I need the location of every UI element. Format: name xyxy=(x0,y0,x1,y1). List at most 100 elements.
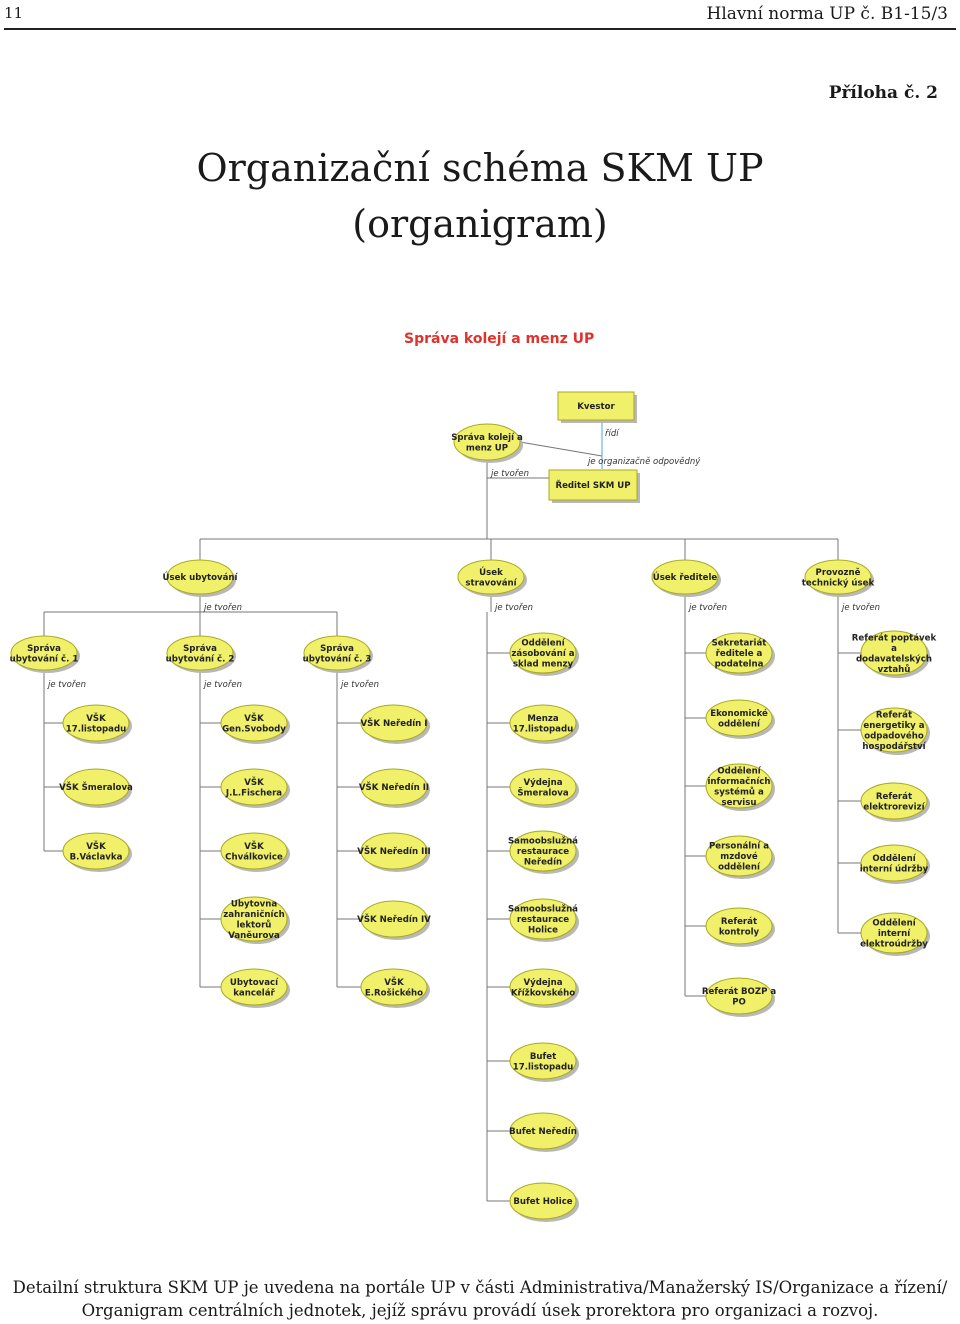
node-label: dodavatelských xyxy=(856,654,932,664)
node-label: restaurace xyxy=(517,847,569,857)
node-label: elektroúdržby xyxy=(860,940,928,950)
node-ellipse xyxy=(509,1112,577,1150)
node-label: VŠK Neředín II xyxy=(359,781,429,793)
node-label: Ubytovací xyxy=(230,978,279,988)
node-ellipse xyxy=(360,968,428,1006)
node-label: lektorů xyxy=(237,919,272,930)
page-title-line-1: Organizační schéma SKM UP xyxy=(196,146,764,190)
node-ellipse xyxy=(220,896,288,942)
connector-line xyxy=(519,441,603,457)
node-label: Chválkovice xyxy=(225,852,283,862)
node-ellipse xyxy=(220,768,288,806)
node-label: vztahů xyxy=(878,664,911,675)
node-label: Bufet Holice xyxy=(513,1197,572,1207)
node-ellipse xyxy=(705,763,773,809)
node-label: Sekretariát xyxy=(712,639,767,649)
node-ellipse xyxy=(651,559,719,595)
node-label: Ubytovna xyxy=(231,899,277,909)
node-ellipse xyxy=(457,559,525,595)
node-label: Bufet xyxy=(530,1052,556,1062)
node-label: J.L.Fischera xyxy=(225,788,282,798)
node-label: Kvestor xyxy=(577,402,615,412)
page-number: 11 xyxy=(4,4,24,22)
node-kvestor: Kvestor xyxy=(557,391,637,423)
node-label: Správa xyxy=(183,644,217,654)
node-ellipse xyxy=(860,912,928,954)
edge-label: je organizačně odpovědný xyxy=(587,456,701,467)
node-ellipse xyxy=(509,704,577,742)
node-label: VŠK Neředín III xyxy=(357,845,430,857)
node-rect xyxy=(557,391,635,421)
node-label: podatelna xyxy=(715,660,764,670)
node-label: servisu xyxy=(722,798,757,808)
diagram-title: Správa kolejí a menz UP xyxy=(404,331,594,347)
node-ellipse xyxy=(509,830,577,872)
caption: Detailní struktura SKM UP je uvedena na … xyxy=(0,1276,960,1322)
node-label: Výdejna xyxy=(523,978,562,988)
node-label: Ekonomické xyxy=(710,708,768,719)
node-ellipse xyxy=(303,635,371,671)
node-label: oddělení xyxy=(718,862,761,873)
node-ellipse xyxy=(860,844,928,882)
node-label: systémů a xyxy=(714,786,764,797)
node-label: hospodářství xyxy=(862,742,926,752)
node-label: Úsek ubytování xyxy=(163,571,239,583)
node-label: stravování xyxy=(465,578,517,588)
node-label: Úsek xyxy=(479,566,503,578)
caption-line-2: Organigram centrálních jednotek, jejíž s… xyxy=(81,1301,879,1320)
node-ellipse xyxy=(360,832,428,870)
node-label: Správa kolejí a xyxy=(451,433,523,443)
node-label: VŠK xyxy=(86,840,106,852)
page-title: Organizační schéma SKM UP (organigram) xyxy=(0,140,960,252)
node-label: Samoobslužná xyxy=(508,837,578,847)
node-label: Gen.Svobody xyxy=(222,724,286,734)
edge-label: řídí xyxy=(605,429,620,439)
node-label: elektrorevizí xyxy=(863,802,925,812)
node-label: Referát poptávek xyxy=(852,633,937,643)
node-ellipse xyxy=(509,968,577,1006)
node-label: Personální a xyxy=(709,842,769,852)
node-vsk-neredin-ii: VŠK Neředín II xyxy=(359,768,430,808)
node-label: Provozně xyxy=(816,567,861,578)
node-rect xyxy=(548,469,638,501)
node-label: ubytování č. 2 xyxy=(166,653,235,664)
node-ellipse xyxy=(453,423,521,461)
node-ellipse xyxy=(62,768,130,806)
node-ellipse xyxy=(705,977,773,1015)
node-ellipse xyxy=(509,768,577,806)
node-label: ubytování č. 1 xyxy=(10,653,79,664)
node-label: Šmeralova xyxy=(517,786,568,798)
node-label: zásobování a xyxy=(511,649,574,659)
node-label: kancelář xyxy=(233,988,275,998)
node-label: 17.listopadu xyxy=(66,724,126,734)
node-label: VŠK xyxy=(86,712,106,724)
caption-line-1: Detailní struktura SKM UP je uvedena na … xyxy=(12,1278,948,1297)
node-label: B.Václavka xyxy=(70,852,123,862)
node-ellipse xyxy=(860,707,928,753)
document-reference: Hlavní norma UP č. B1-15/3 xyxy=(706,4,949,24)
edge-label: je tvořen xyxy=(203,680,242,690)
node-label: informačních xyxy=(707,776,770,787)
node-label: ubytování č. 3 xyxy=(303,653,372,664)
node-ellipse xyxy=(509,898,577,940)
node-label: VŠK xyxy=(244,840,264,852)
node-label: Správa xyxy=(27,644,61,654)
node-ellipse xyxy=(860,782,928,820)
edge-label: je tvořen xyxy=(340,680,379,690)
node-label: technický úsek xyxy=(802,578,875,588)
node-label: kontroly xyxy=(719,927,760,937)
